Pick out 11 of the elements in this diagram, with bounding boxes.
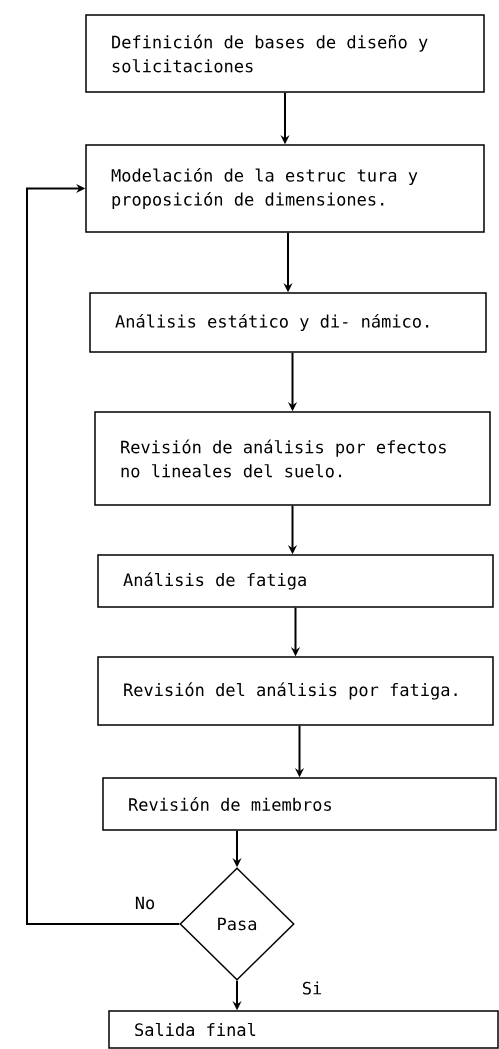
process-box: Revisión de miembros bbox=[102, 777, 497, 831]
process-box: Definición de bases de diseño y solicitaciones bbox=[85, 14, 485, 93]
process-box: Análisis estático y di- námico. bbox=[89, 292, 487, 353]
process-box: Revisión del análisis por fatiga. bbox=[97, 656, 494, 726]
edge-label: No bbox=[133, 895, 157, 911]
arrow bbox=[26, 183, 181, 925]
process-box: Modelación de la estruc tura y proposición de dimensiones. bbox=[85, 144, 485, 233]
edge-label: Si bbox=[300, 980, 324, 996]
process-box: Salida final bbox=[108, 1010, 499, 1049]
process-box: Análisis de fatiga bbox=[97, 554, 494, 608]
process-box: Revisión de análisis por efectos no lineales del suelo. bbox=[94, 411, 491, 506]
